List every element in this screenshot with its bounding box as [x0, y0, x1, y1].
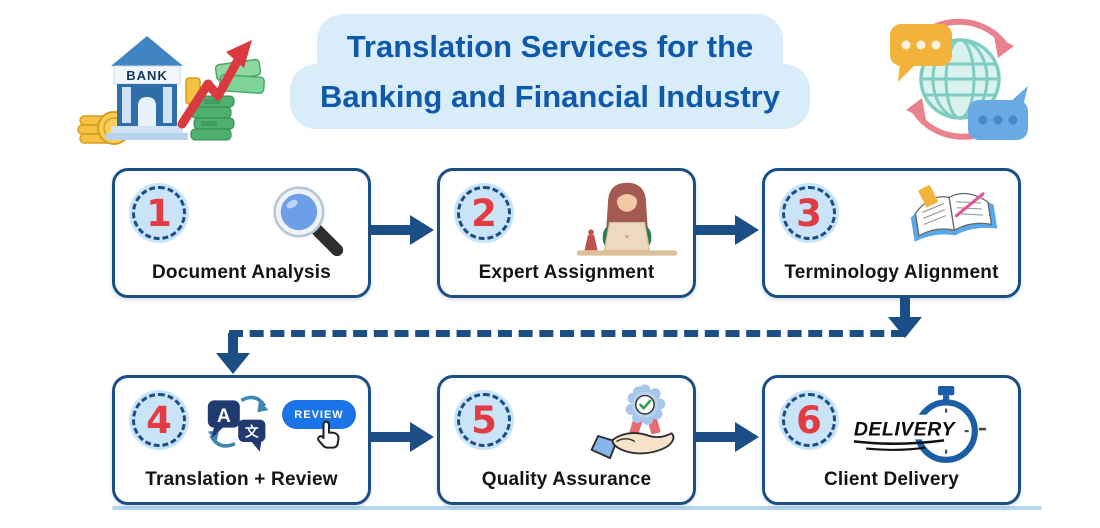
page-title-line-2: Banking and Financial Industry	[290, 64, 810, 129]
flow-arrow-step2-step3	[695, 215, 759, 245]
step-number: 1	[146, 191, 172, 235]
review-button: REVIEW	[282, 400, 356, 429]
step-label: Document Analysis	[151, 262, 332, 283]
open-book-icon	[910, 184, 998, 242]
magnifier-icon	[273, 186, 344, 257]
translate-languages-icon: A 文	[207, 395, 269, 452]
step-number: 4	[146, 398, 172, 442]
globe-translation-illustration	[890, 18, 1028, 140]
hand-cursor-icon	[317, 420, 340, 449]
translate-source-char: A	[217, 406, 231, 427]
step-number: 5	[471, 398, 497, 442]
delivery-stopwatch-icon: DELIVERY	[851, 386, 987, 463]
step-number-badge: 2	[454, 183, 514, 243]
step-number: 6	[796, 398, 822, 442]
step-box-terminology-alignment: 3 Terminology Alignment	[762, 168, 1021, 298]
step-label: Translation + Review	[145, 469, 338, 490]
review-button-label: REVIEW	[294, 408, 344, 421]
step-number-badge: 1	[129, 183, 189, 243]
translator-at-laptop-icon	[576, 182, 678, 256]
page-title: Translation Services for the Banking and…	[290, 14, 810, 129]
delivery-text: DELIVERY	[854, 418, 957, 440]
step-number-badge: 5	[454, 390, 514, 450]
connector-dashed-line	[229, 330, 905, 337]
step-box-quality-assurance: 5 Quality Assurance	[437, 375, 696, 505]
step-box-document-analysis: 1 Document Analysis	[112, 168, 371, 298]
bottom-accent-line	[112, 506, 1042, 510]
step-box-translation-review: 4 A 文 REVIEW Translation + Review	[112, 375, 371, 505]
step-number-badge: 3	[779, 183, 839, 243]
step-box-client-delivery: 6 DELIVERY Client Delivery	[762, 375, 1021, 505]
step-number-badge: 6	[779, 390, 839, 450]
growth-arrow-icon	[177, 40, 252, 129]
step-label: Client Delivery	[824, 469, 959, 490]
step-number: 3	[796, 191, 822, 235]
flow-arrow-step5-step6	[695, 422, 759, 452]
step-box-expert-assignment: 2 Expert Assignment	[437, 168, 696, 298]
chat-bubble-blue-icon	[968, 86, 1028, 140]
step-label: Terminology Alignment	[784, 262, 999, 283]
bank-building-icon: BANK	[106, 36, 188, 140]
flow-arrow-step1-step2	[370, 215, 434, 245]
flow-arrow-step4-step5	[370, 422, 434, 452]
chat-bubble-yellow-icon	[890, 24, 952, 82]
step-label: Expert Assignment	[478, 262, 655, 283]
step-label: Quality Assurance	[481, 469, 652, 490]
step-number: 2	[471, 191, 497, 235]
step-number-badge: 4	[129, 390, 189, 450]
bank-sign-text: BANK	[126, 68, 168, 83]
quality-badge-in-hand-icon	[590, 384, 675, 460]
translate-target-char: 文	[245, 423, 259, 439]
bank-finance-illustration: BANK	[77, 36, 265, 145]
